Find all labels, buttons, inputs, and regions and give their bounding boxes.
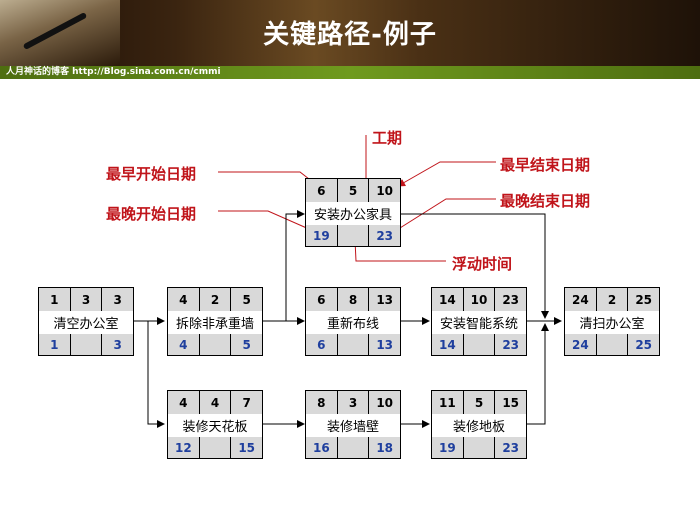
- latest-start: 19: [432, 437, 464, 458]
- page-title: 关键路径-例子: [263, 20, 437, 50]
- leader-earliest-start: [218, 171, 319, 187]
- earliest-start: 24: [565, 288, 597, 311]
- earliest-finish: 23: [502, 292, 520, 307]
- duration: 3: [71, 288, 103, 311]
- task-name: 装修墙壁: [306, 414, 400, 438]
- latest-finish: 3: [113, 337, 122, 352]
- task-name: 安装智能系统: [432, 311, 526, 335]
- earliest-finish: 10: [376, 183, 394, 198]
- latest-finish: 18: [376, 440, 394, 455]
- edge-demolish-furniture: [285, 210, 305, 321]
- earliest-start: 4: [168, 288, 200, 311]
- latest-finish: 23: [376, 228, 394, 243]
- earliest-start: 11: [432, 391, 464, 414]
- task-name: 清扫办公室: [565, 311, 659, 335]
- float-cell: [338, 334, 370, 355]
- float-cell: [464, 334, 496, 355]
- duration: 10: [464, 288, 496, 311]
- latest-start: 4: [168, 334, 200, 355]
- earliest-start: 6: [306, 179, 338, 202]
- float-cell: [597, 334, 629, 355]
- task-name: 重新布线: [306, 311, 400, 335]
- label-earliest-finish: 最早结束日期: [500, 156, 591, 174]
- pen-photo: [0, 0, 120, 66]
- latest-finish: 15: [238, 440, 256, 455]
- task-name: 装修地板: [432, 414, 526, 438]
- task-name: 装修天花板: [168, 414, 262, 438]
- latest-finish: 23: [502, 440, 520, 455]
- earliest-finish: 7: [242, 395, 251, 410]
- latest-finish: 25: [635, 337, 653, 352]
- float-cell: [71, 334, 103, 355]
- earliest-finish: 25: [635, 292, 653, 307]
- leader-float: [351, 239, 446, 262]
- float-cell: [200, 437, 232, 458]
- latest-start: 12: [168, 437, 200, 458]
- task-name: 清空办公室: [39, 311, 133, 335]
- earliest-finish: 13: [376, 292, 394, 307]
- duration: 5: [338, 179, 370, 202]
- blog-url-text: 人月神话的博客 http://Blog.sina.com.cn/cmmi: [6, 67, 221, 77]
- earliest-start: 4: [168, 391, 200, 414]
- earliest-start: 1: [39, 288, 71, 311]
- earliest-finish: 3: [113, 292, 122, 307]
- latest-start: 19: [306, 225, 338, 246]
- latest-finish: 23: [502, 337, 520, 352]
- float-cell: [338, 225, 370, 246]
- header-banner: 关键路径-例子: [0, 0, 700, 66]
- duration: 5: [464, 391, 496, 414]
- latest-start: 1: [39, 334, 71, 355]
- edge-furniture-cleanup: [400, 213, 549, 319]
- float-cell: [200, 334, 232, 355]
- latest-finish: 5: [242, 337, 251, 352]
- leader-latest-finish: [391, 198, 496, 234]
- label-earliest-start: 最早开始日期: [106, 165, 197, 183]
- float-cell: [338, 437, 370, 458]
- leader-earliest-finish: [397, 161, 496, 187]
- duration: 3: [338, 391, 370, 414]
- float-cell: [464, 437, 496, 458]
- edge-clear-ceiling: [147, 321, 165, 428]
- task-name: 安装办公家具: [306, 202, 400, 226]
- latest-start: 16: [306, 437, 338, 458]
- task-name: 拆除非承重墙: [168, 311, 262, 335]
- duration: 2: [597, 288, 629, 311]
- label-float: 浮动时间: [452, 255, 513, 273]
- label-latest-finish: 最晚结束日期: [500, 192, 591, 210]
- earliest-finish: 15: [502, 395, 520, 410]
- label-duration: 工期: [372, 129, 403, 147]
- earliest-finish: 10: [376, 395, 394, 410]
- latest-finish: 13: [376, 337, 394, 352]
- duration: 8: [338, 288, 370, 311]
- blog-bar: 人月神话的博客 http://Blog.sina.com.cn/cmmi: [0, 66, 700, 79]
- leader-latest-start: [218, 210, 319, 234]
- duration: 4: [200, 391, 232, 414]
- duration: 2: [200, 288, 232, 311]
- label-latest-start: 最晚开始日期: [106, 205, 197, 223]
- latest-start: 14: [432, 334, 464, 355]
- earliest-start: 6: [306, 288, 338, 311]
- earliest-start: 8: [306, 391, 338, 414]
- latest-start: 6: [306, 334, 338, 355]
- latest-start: 24: [565, 334, 597, 355]
- earliest-start: 14: [432, 288, 464, 311]
- edge-floor-cleanup: [526, 323, 549, 425]
- earliest-finish: 5: [242, 292, 251, 307]
